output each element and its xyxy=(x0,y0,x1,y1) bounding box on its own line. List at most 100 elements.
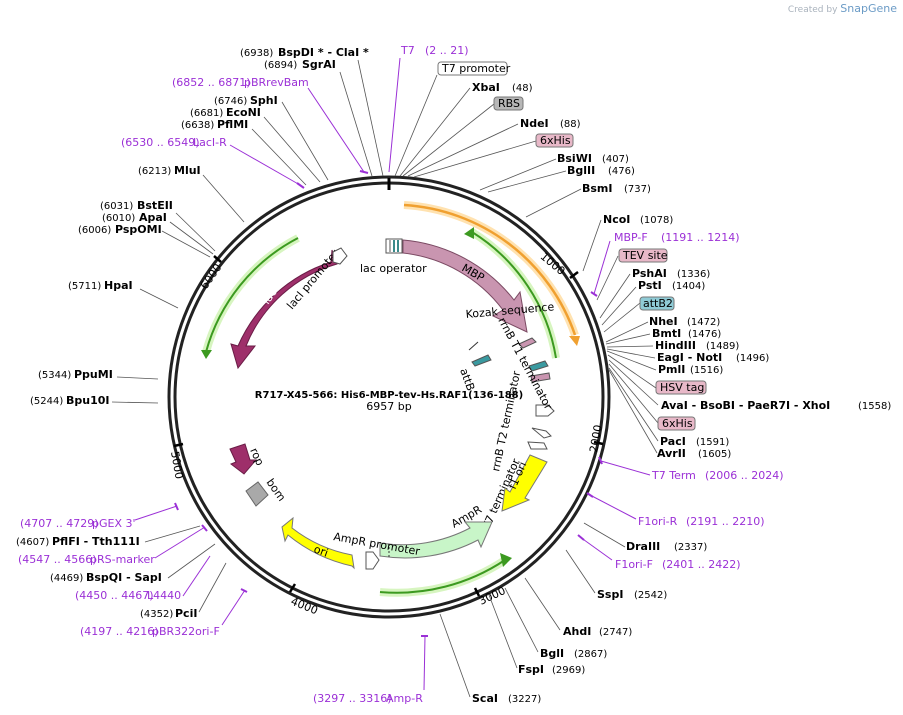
boxed-feature-labels: T7 promoter RBS 6xHis TEV site attB2 HSV… xyxy=(437,61,707,431)
leader-pmli xyxy=(606,350,657,371)
site-name-bglii: BglII xyxy=(567,164,595,177)
site-pos-bsmi: (737) xyxy=(624,184,651,195)
primer-range-mbp-f: (1191 .. 1214) xyxy=(661,231,740,244)
ampr-band-arrowhead xyxy=(500,553,512,567)
tick-4000 xyxy=(288,583,297,593)
tick-6000 xyxy=(213,255,222,263)
primer-range-laci-r: (6530 .. 6549) xyxy=(121,136,200,149)
t7-promoter-box xyxy=(437,61,508,76)
leader-scai xyxy=(439,613,471,698)
site-name-sspi: SspI xyxy=(597,588,623,601)
primer-name-pbr322ori-f: pBR322ori-F xyxy=(152,625,220,638)
tick-1000 xyxy=(569,271,579,279)
kozak-mark xyxy=(468,341,479,351)
backbone-outer xyxy=(167,175,611,619)
rrnb-t2-label: rrnB T2 terminator xyxy=(489,369,523,472)
site-pos-sphi: (6746) xyxy=(214,96,247,107)
site-pos-fspi: (2969) xyxy=(552,665,585,676)
leader-draiii xyxy=(583,522,626,548)
primer-name-mbp-f: MBP-F xyxy=(614,231,648,244)
leader-bsmi xyxy=(525,188,582,218)
ampr-feature xyxy=(379,521,493,559)
6xhis-label: 6xHis xyxy=(540,134,571,147)
leader-xbai xyxy=(399,87,471,177)
pmark-prs-marker xyxy=(201,524,208,532)
pleader-prs-marker xyxy=(154,526,206,559)
primer-leaders xyxy=(134,57,651,691)
leader-bpu10i xyxy=(111,401,159,404)
site-pos-ahdi: (2747) xyxy=(599,627,632,638)
ori-feature xyxy=(281,516,355,570)
laci-label: lacI xyxy=(260,284,282,307)
rrnb-t2-arrow xyxy=(531,427,552,439)
primer-name-amp-r: Amp-R xyxy=(386,692,423,705)
primer-range-pbr322ori-f: (4197 .. 4216) xyxy=(80,625,159,638)
primer-name-f1ori-r: F1ori-R xyxy=(638,515,678,528)
site-pos-mlui: (6213) xyxy=(138,166,171,177)
ampr-promoter-arrow xyxy=(365,551,380,570)
leader-bspqi xyxy=(167,543,216,579)
leader-apai xyxy=(169,221,214,255)
site-name-mlui: MluI xyxy=(174,164,201,177)
site-name-bgli: BglI xyxy=(540,647,564,660)
pleader-f1ori-r xyxy=(589,494,637,520)
pmark-pbr322ori-f xyxy=(240,588,248,593)
site-name-pspomi: PspOMI xyxy=(115,223,162,236)
site-pos-apai: (6010) xyxy=(102,213,135,224)
site-name-scai: ScaI xyxy=(472,692,498,705)
primer-name-l4440: L4440 xyxy=(147,589,181,602)
site-pos-bspdi: (6938) xyxy=(240,48,273,59)
site-pos-pshai: (1336) xyxy=(677,269,710,280)
site-name-avai: AvaI - BsoBI - PaeR7I - XhoI xyxy=(661,399,830,412)
primer-range-f1ori-r: (2191 .. 2210) xyxy=(686,515,765,528)
laci-promoter-arrow xyxy=(332,247,348,265)
primer-range-t7term: (2006 .. 2024) xyxy=(705,469,784,482)
site-pos-bspqi: (4469) xyxy=(50,573,83,584)
site-pos-ndei: (88) xyxy=(560,119,581,130)
site-name-pcii: PciI xyxy=(175,607,197,620)
site-leaders xyxy=(111,59,659,698)
site-name-pshai: PshAI xyxy=(632,267,667,280)
attb-label: attB xyxy=(457,367,477,393)
site-name-psti: PstI xyxy=(638,279,662,292)
site-name-paci: PacI xyxy=(660,435,686,448)
pmark-pgex3 xyxy=(174,502,179,511)
leader-bgli xyxy=(504,587,539,653)
site-name-nhei: NheI xyxy=(649,315,678,328)
site-pos-bglii: (476) xyxy=(608,166,635,177)
site-pos-scai: (3227) xyxy=(508,694,541,705)
site-name-pflmi: PflMI xyxy=(217,118,248,131)
pleader-mbp-f xyxy=(593,240,611,295)
site-pos-nhei: (1472) xyxy=(687,317,720,328)
site-pos-psti: (1404) xyxy=(672,281,705,292)
leader-pspomi xyxy=(161,230,211,258)
tick-5000 xyxy=(173,442,184,448)
primer-name-pgex3: pGEX 3' xyxy=(92,517,136,530)
rrnb-band xyxy=(471,231,557,359)
leader-hsv xyxy=(607,354,657,389)
attb2-mini xyxy=(528,360,549,372)
site-name-hpai: HpaI xyxy=(104,279,133,292)
ampr-band xyxy=(379,559,506,594)
pmark-t7term xyxy=(598,456,603,465)
site-pos-pcii: (4352) xyxy=(140,609,173,620)
leader-pflmi xyxy=(251,128,307,186)
site-pos-pflmi: (6638) xyxy=(181,120,214,131)
site-pos-bsiwi: (407) xyxy=(602,154,629,165)
primer-range-l4440: (4450 .. 4467) xyxy=(75,589,154,602)
mbp-feature xyxy=(402,239,528,333)
primer-name-t7term: T7 Term xyxy=(651,469,696,482)
primer-name-t7: T7 xyxy=(400,44,415,57)
primer-name-prs-marker: pRS-marker xyxy=(90,553,155,566)
leader-paci xyxy=(608,367,659,442)
right-site-labels: XbaI (48) NdeI (88) BsiWI (407) BglII (4… xyxy=(472,81,891,705)
leader-sphi xyxy=(281,101,329,181)
site-name-sphi: SphI xyxy=(250,94,278,107)
hsv-tag-box xyxy=(655,380,707,395)
site-name-econi: EcoNI xyxy=(226,106,261,119)
site-pos-avai: (1558) xyxy=(858,401,891,412)
tev-site-label: TEV site xyxy=(622,249,668,262)
leader-ppumi xyxy=(116,376,159,380)
site-pos-paci: (1591) xyxy=(696,437,729,448)
